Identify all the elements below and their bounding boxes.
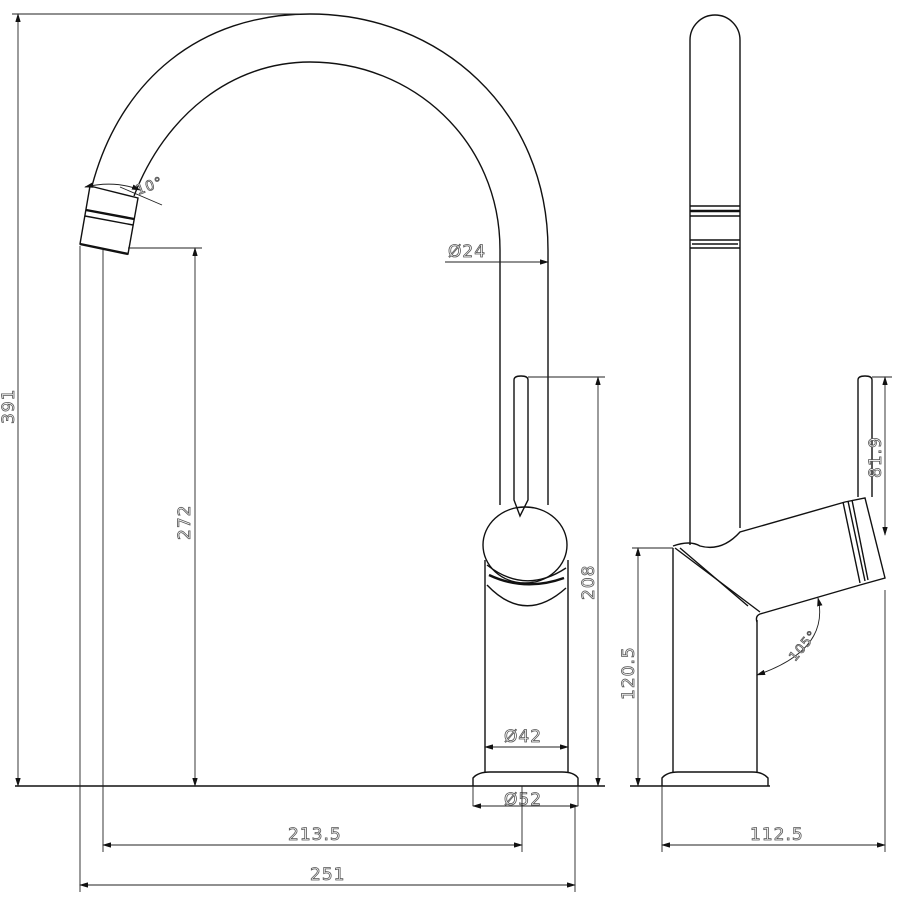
body-cap bbox=[482, 506, 568, 584]
spout-inner bbox=[133, 61, 501, 505]
dim-body-diameter: Ø42 bbox=[504, 727, 542, 747]
dim-outlet-angle: 10° bbox=[134, 174, 166, 199]
dim-spout-reach: 213.5 bbox=[288, 825, 342, 845]
side-body bbox=[672, 548, 758, 773]
dim-overall-height: 391 bbox=[0, 389, 19, 424]
dim-spout-diameter: Ø24 bbox=[448, 242, 486, 262]
spout-outer bbox=[91, 13, 549, 505]
dim-base-diameter: Ø52 bbox=[504, 790, 542, 810]
dim-lever-angle: 105° bbox=[787, 628, 821, 665]
handle-arm bbox=[672, 497, 886, 623]
lever bbox=[513, 375, 529, 518]
stem bbox=[689, 14, 741, 545]
dim-outlet-height: 272 bbox=[175, 505, 195, 540]
body bbox=[484, 560, 569, 773]
side-lever bbox=[857, 375, 873, 497]
dim-lever-length: 81.9 bbox=[866, 436, 886, 478]
dim-side-depth: 112.5 bbox=[750, 825, 804, 845]
base bbox=[472, 771, 579, 786]
front-view: 391 272 Ø24 208 Ø42 Ø52 213.5 251 10° bbox=[0, 13, 605, 892]
side-view: 81.9 120.5 112.5 105° bbox=[619, 14, 892, 852]
dim-body-height: 120.5 bbox=[619, 646, 639, 700]
dim-overall-length: 251 bbox=[310, 865, 345, 885]
dim-lever-height: 208 bbox=[579, 565, 599, 600]
side-base bbox=[661, 771, 769, 786]
